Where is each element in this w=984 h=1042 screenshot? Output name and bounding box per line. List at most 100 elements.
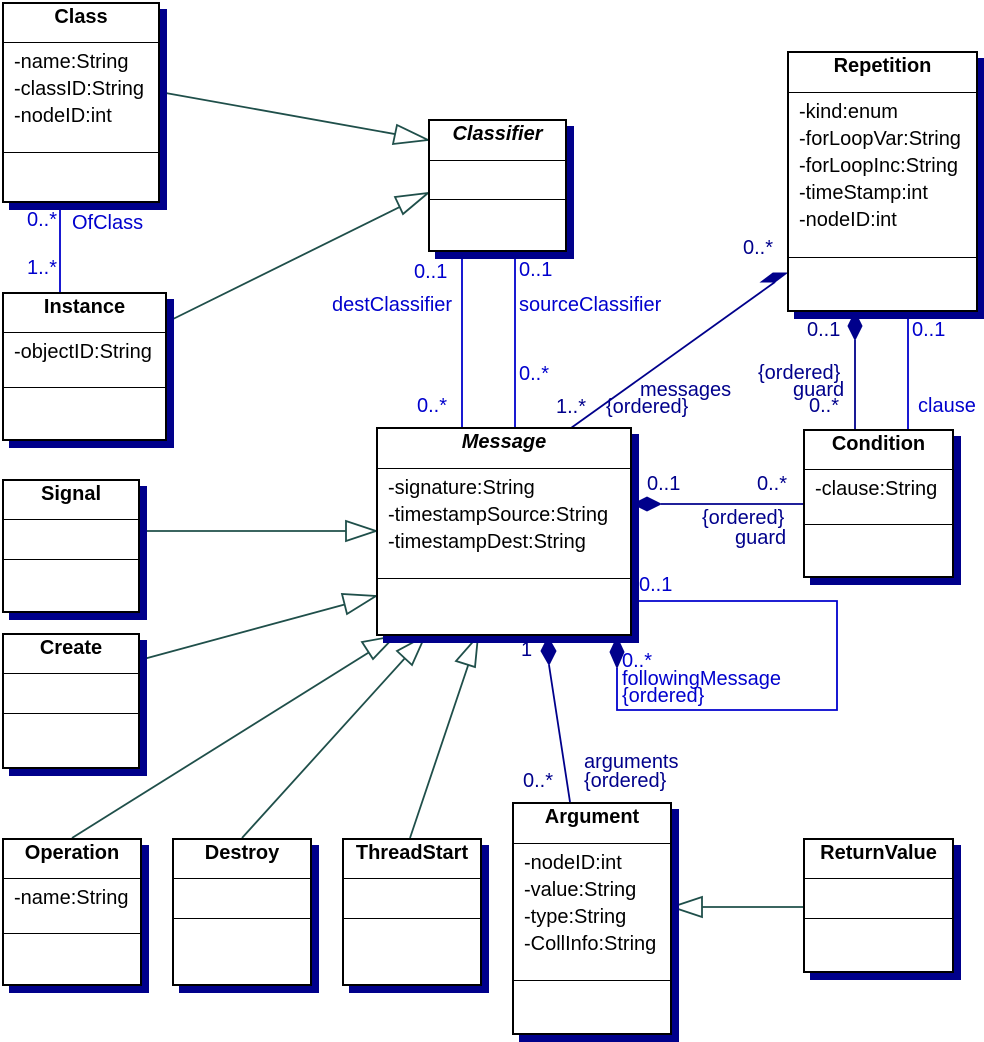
role-label: OfClass: [72, 212, 144, 234]
class-name: Class: [4, 4, 158, 43]
multiplicity-label: 0..1: [639, 574, 673, 596]
role-label: sourceClassifier: [519, 294, 662, 316]
attribute: -nodeID:int: [14, 105, 112, 127]
role-label: destClassifier: [332, 294, 453, 316]
multiplicity-label: 0..1: [912, 319, 946, 341]
class-box-argument[interactable]: Argument -nodeID:int -value:String -type…: [512, 802, 672, 1035]
attribute: -kind:enum: [799, 101, 898, 123]
class-box-instance[interactable]: Instance -objectID:String: [2, 292, 167, 441]
class-attributes: -signature:String -timestampSource:Strin…: [378, 469, 630, 579]
generalization-operation-message: [71, 635, 396, 839]
ordered-label: {ordered}: [758, 362, 841, 384]
class-attributes: -objectID:String: [4, 333, 165, 388]
ordered-label: {ordered}: [702, 507, 785, 529]
attribute: -type:String: [524, 906, 627, 928]
class-box-classifier[interactable]: Classifier: [428, 119, 567, 252]
generalization-arrowhead-returnvalue: [669, 895, 703, 919]
class-box-create[interactable]: Create: [2, 633, 140, 769]
multiplicity-label: 0..*: [519, 363, 550, 385]
ordered-label: {ordered}: [606, 396, 689, 418]
generalization-destroy-message: [241, 635, 426, 839]
class-attributes: -nodeID:int -value:String -type:String -…: [514, 844, 670, 981]
multiplicity-label: 0..*: [622, 650, 653, 672]
attribute: -forLoopInc:String: [799, 155, 958, 177]
class-attributes: -kind:enum -forLoopVar:String -forLoopIn…: [789, 93, 976, 258]
class-box-repetition[interactable]: Repetition -kind:enum -forLoopVar:String…: [787, 51, 978, 312]
class-attributes: [4, 520, 138, 560]
class-name: ThreadStart: [344, 840, 480, 879]
class-name: Instance: [4, 294, 165, 333]
attribute: -classID:String: [14, 78, 145, 100]
class-box-returnvalue[interactable]: ReturnValue: [803, 838, 954, 973]
class-name: Message: [378, 429, 630, 469]
class-name: Create: [4, 635, 138, 674]
association-following-message: [616, 600, 838, 711]
class-box-signal[interactable]: Signal: [2, 479, 140, 613]
generalization-arrowhead-instance: [393, 191, 431, 216]
generalization-arrowhead-signal: [345, 519, 379, 543]
class-name: Condition: [805, 431, 952, 470]
multiplicity-label: 0..1: [807, 319, 841, 341]
attribute: -name:String: [14, 51, 129, 73]
generalization-instance-classifier: [166, 192, 429, 323]
attribute: -clause:String: [815, 478, 938, 500]
class-attributes: [805, 879, 952, 919]
multiplicity-label: 0..1: [414, 261, 448, 283]
composition-diamond-repetition-message: [759, 272, 789, 283]
generalization-arrowhead-threadstart: [454, 633, 480, 669]
composition-diamond-repetition-condition: [847, 310, 863, 342]
attribute: -timestampDest:String: [388, 531, 586, 553]
class-name: Classifier: [430, 121, 565, 161]
generalization-arrowhead-operation: [360, 634, 398, 661]
generalization-arrowhead-destroy: [395, 633, 427, 667]
class-box-class[interactable]: Class -name:String -classID:String -node…: [2, 2, 160, 203]
class-attributes: -name:String: [4, 879, 140, 934]
class-name: Operation: [4, 840, 140, 879]
multiplicity-label: 1..*: [556, 396, 587, 418]
composition-diamond-following-message: [609, 635, 625, 670]
class-box-operation[interactable]: Operation -name:String: [2, 838, 142, 986]
role-label: arguments: [584, 751, 679, 773]
multiplicity-label: 1..*: [27, 257, 58, 279]
multiplicity-label: 0..1: [647, 473, 681, 495]
attribute: -signature:String: [388, 477, 535, 499]
role-label: followingMessage: [622, 668, 781, 690]
composition-message-argument: [548, 664, 571, 803]
composition-diamond-message-condition: [631, 496, 663, 512]
class-name: Signal: [4, 481, 138, 520]
attribute: -nodeID:int: [799, 209, 897, 231]
multiplicity-label: 0..1: [519, 259, 553, 281]
class-attributes: [344, 879, 480, 919]
class-box-destroy[interactable]: Destroy: [172, 838, 312, 986]
role-label: messages: [640, 379, 732, 401]
class-attributes: [174, 879, 310, 919]
class-attributes: -name:String -classID:String -nodeID:int: [4, 43, 158, 153]
class-box-message[interactable]: Message -signature:String -timestampSour…: [376, 427, 632, 636]
generalization-create-message: [139, 595, 377, 661]
ordered-label: {ordered}: [584, 770, 667, 792]
attribute: -value:String: [524, 879, 637, 901]
attribute: -objectID:String: [14, 341, 152, 363]
attribute: -timestampSource:String: [388, 504, 609, 526]
generalization-arrowhead-create: [340, 593, 379, 616]
multiplicity-label: 0..*: [743, 237, 774, 259]
role-label: clause: [918, 395, 976, 417]
class-name: Destroy: [174, 840, 310, 879]
attribute: -CollInfo:String: [524, 933, 657, 955]
role-label: guard: [735, 527, 787, 549]
role-label: guard: [793, 379, 845, 401]
class-box-threadstart[interactable]: ThreadStart: [342, 838, 482, 986]
multiplicity-label: 0..*: [809, 395, 840, 417]
attribute: -nodeID:int: [524, 852, 622, 874]
class-name: Repetition: [789, 53, 976, 93]
class-attributes: [4, 674, 138, 714]
generalization-arrowhead-class: [391, 123, 432, 146]
generalization-threadstart-message: [409, 635, 479, 839]
multiplicity-label: 1: [521, 639, 533, 661]
multiplicity-label: 0..*: [523, 770, 554, 792]
attribute: -forLoopVar:String: [799, 128, 961, 150]
class-attributes: [430, 161, 565, 200]
class-box-condition[interactable]: Condition -clause:String: [803, 429, 954, 578]
